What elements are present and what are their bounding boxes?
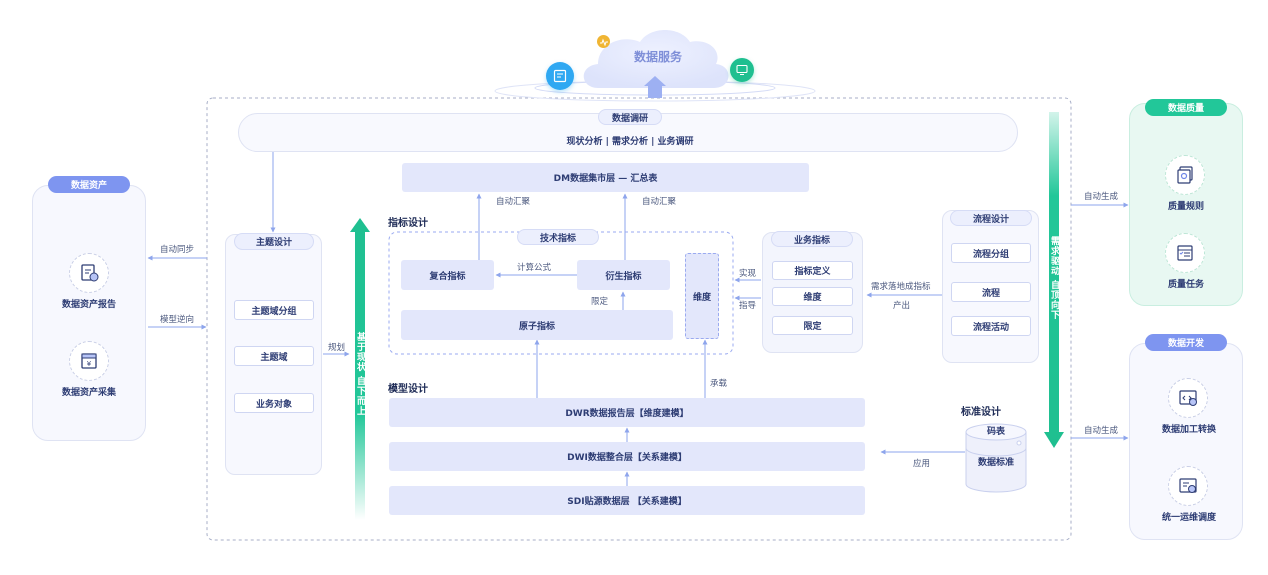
schedule-icon <box>1179 478 1197 493</box>
dev-schedule-label: 统一运维调度 <box>1161 513 1216 523</box>
model-layer-dwi: DWI数据整合层【关系建模】 <box>389 442 865 471</box>
dev-code-icon-circle <box>1168 378 1208 418</box>
process-item-activity: 流程活动 <box>951 316 1031 336</box>
label-limit: 限定 <box>591 297 609 307</box>
cloud-title: 数据服务 <box>633 50 682 64</box>
dev-code-label: 数据加工转换 <box>1161 425 1216 435</box>
research-title: 数据调研 <box>598 109 662 125</box>
subject-item-object: 业务对象 <box>234 393 314 413</box>
model-title: 模型设计 <box>388 384 428 395</box>
quality-title: 数据质量 <box>1145 99 1227 116</box>
quality-task-icon-circle <box>1165 233 1205 273</box>
label-calc-formula: 计算公式 <box>517 263 552 273</box>
label-auto-gather-right: 自动汇聚 <box>642 197 677 207</box>
process-title: 流程设计 <box>950 210 1032 226</box>
label-apply: 应用 <box>913 459 931 469</box>
asset-report-icon-circle <box>69 253 109 293</box>
model-layer-dwr: DWR数据报告层【维度建模】 <box>389 398 865 427</box>
standard-title: 标准设计 <box>961 407 1001 418</box>
biz-item-limit: 限定 <box>772 316 853 335</box>
code-icon <box>1179 390 1197 406</box>
standard-code-table: 码表 <box>986 427 1005 437</box>
label-guide: 指导 <box>739 301 757 311</box>
asset-panel <box>32 185 146 441</box>
label-demand-landing: 需求落地成指标 <box>871 282 931 292</box>
quality-rule-label: 质量规则 <box>1167 202 1204 212</box>
cloud-service-icon-right <box>730 58 754 82</box>
svg-text:¥: ¥ <box>87 360 92 368</box>
subject-title: 主题设计 <box>234 233 314 250</box>
asset-report-label: 数据资产报告 <box>61 300 116 310</box>
research-subtitle: 现状分析 | 需求分析 | 业务调研 <box>566 137 694 147</box>
task-icon <box>1177 245 1193 261</box>
asset-title: 数据资产 <box>48 176 130 193</box>
label-output: 产出 <box>893 301 911 311</box>
label-plan: 规划 <box>328 343 346 353</box>
atomic-metric: 原子指标 <box>401 310 673 340</box>
metric-title: 指标设计 <box>388 218 428 229</box>
screen-icon <box>553 69 567 83</box>
cloud-service-icon-top <box>597 35 610 48</box>
label-auto-sync: 自动同步 <box>160 245 195 255</box>
subject-item-group: 主题域分组 <box>234 300 314 320</box>
biz-item-definition: 指标定义 <box>772 261 853 280</box>
dimension-metric: 维度 <box>685 253 719 339</box>
process-item-group: 流程分组 <box>951 243 1031 263</box>
dev-schedule-icon-circle <box>1168 466 1208 506</box>
bottom-up-text: 基于现状 自下而上 <box>355 332 365 417</box>
biz-metric-title: 业务指标 <box>771 231 853 247</box>
model-layer-sdi: SDI贴源数据层 【关系建模】 <box>389 486 865 515</box>
pulse-icon <box>599 38 608 46</box>
report-icon <box>81 264 99 282</box>
collect-icon: ¥ <box>81 353 97 369</box>
derived-metric: 衍生指标 <box>577 260 670 290</box>
label-carry: 承载 <box>710 379 728 389</box>
biz-item-dimension: 维度 <box>772 287 853 306</box>
top-down-text: 需求驱动 自顶向下 <box>1049 236 1059 321</box>
composite-metric: 复合指标 <box>401 260 494 290</box>
quality-task-label: 质量任务 <box>1167 280 1204 290</box>
cloud-service-icon-left <box>546 62 574 90</box>
dev-panel <box>1129 343 1243 540</box>
rule-icon <box>1177 166 1193 184</box>
label-model-reverse: 模型逆向 <box>160 315 195 325</box>
subject-item-domain: 主题域 <box>234 346 314 366</box>
dm-layer: DM数据集市层 — 汇总表 <box>402 163 809 192</box>
process-item-flow: 流程 <box>951 282 1031 302</box>
asset-collect-icon-circle: ¥ <box>69 341 109 381</box>
label-auto-gather-left: 自动汇聚 <box>496 197 531 207</box>
standard-data-standard: 数据标准 <box>977 458 1014 468</box>
label-implement: 实现 <box>739 269 757 279</box>
tech-metric-title: 技术指标 <box>517 229 599 245</box>
monitor-icon <box>736 64 748 75</box>
label-auto-gen-top: 自动生成 <box>1084 192 1119 202</box>
quality-rule-icon-circle <box>1165 155 1205 195</box>
label-auto-gen-bottom: 自动生成 <box>1084 426 1119 436</box>
asset-collect-label: 数据资产采集 <box>61 388 116 398</box>
dev-title: 数据开发 <box>1145 334 1227 351</box>
